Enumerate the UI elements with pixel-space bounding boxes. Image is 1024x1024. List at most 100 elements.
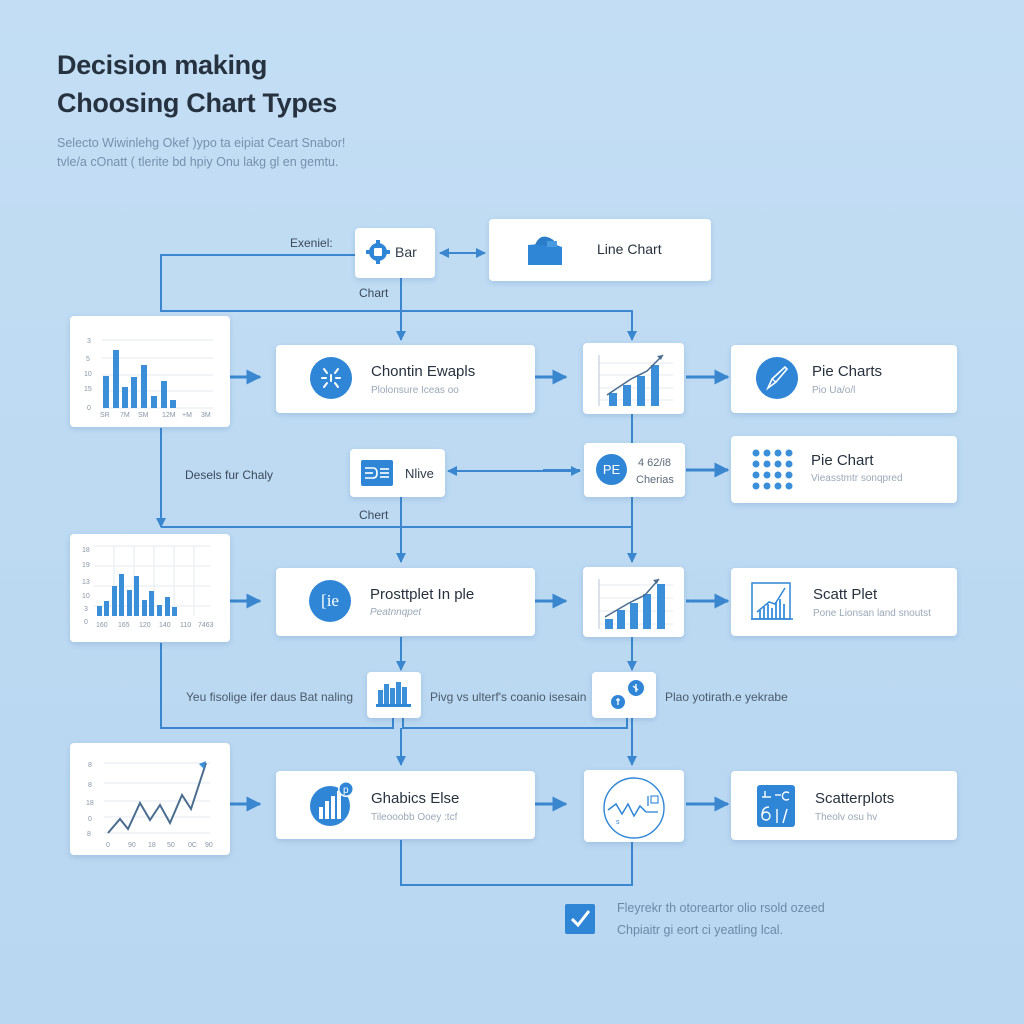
svg-text:0: 0	[84, 619, 88, 626]
exeniel-label: Exeniel:	[290, 236, 333, 250]
svg-text:0C: 0C	[188, 842, 197, 849]
svg-text:0: 0	[106, 842, 110, 849]
growth-bar-icon	[598, 578, 673, 629]
svg-text:s: s	[616, 819, 620, 826]
scatt-plet-node[interactable]: Scatt Plet Pone Lionsan land snoutst	[731, 568, 957, 636]
footer-line2: Chpiaitr gi eort ci yeatling lcal.	[617, 923, 784, 937]
pe-node-line2: Cherias	[636, 474, 674, 486]
footer-line1: Fleyrekr th otoreartor olio rsold ozeed	[617, 901, 825, 915]
line-chart-node[interactable]: Line Chart	[489, 219, 711, 281]
svg-text:160: 160	[96, 622, 108, 629]
svg-text:10: 10	[84, 371, 92, 378]
pie-charts-title: Pie Charts	[812, 363, 883, 380]
svg-text:3: 3	[84, 606, 88, 613]
pie-chart-node[interactable]: Pie Chart Vieasstmtr sonqpred	[731, 436, 957, 503]
pie-charts-subtitle: Pio Ua/o/l	[812, 385, 856, 396]
nive-node[interactable]: Nlive	[350, 449, 445, 497]
page-title-line2: Choosing Chart Types	[57, 88, 338, 118]
skyline-icon	[375, 680, 413, 715]
svg-text:90: 90	[128, 842, 136, 849]
chontin-ewapls-node[interactable]: Chontin Ewapls Plolonsure Iceas oo	[276, 345, 535, 413]
svg-text:50: 50	[167, 842, 175, 849]
prosttplet-node[interactable]: [ie Prosttplet In ple Peatnnqpet	[276, 568, 535, 636]
prosttplet-title: Prosttplet In ple	[370, 586, 475, 603]
svg-text:140: 140	[159, 622, 171, 629]
chontin-ewapls-subtitle: Plolonsure Iceas oo	[371, 385, 459, 396]
bubbles-icon	[606, 678, 646, 717]
symbols-icon	[757, 785, 795, 827]
scatterplots-node[interactable]: Scatterplots Theolv osu hv	[731, 771, 957, 840]
bar-node-label: Bar	[395, 244, 417, 260]
circle-wave-node[interactable]: s	[584, 770, 684, 842]
yeu-label: Yeu fisolige ifer daus Bat naling	[186, 690, 354, 704]
svg-text:8: 8	[87, 831, 91, 838]
svg-text:120: 120	[139, 622, 151, 629]
pie-icon: [ie	[309, 580, 351, 622]
list-icon	[361, 460, 393, 486]
subtitle-line2: tvle/a cOnatt ( tlerite bd hpiy Onu lakg…	[57, 155, 339, 169]
growth-chart-node-2[interactable]	[583, 567, 684, 637]
prosttplet-subtitle: Peatnnqpet	[370, 607, 422, 618]
box-icon	[525, 233, 565, 272]
plao-label: Plao yotirath.e yekrabe	[665, 690, 788, 704]
pie-charts-node[interactable]: Pie Charts Pio Ua/o/l	[731, 345, 957, 413]
analytics-icon: p	[309, 779, 359, 832]
footer-note: Fleyrekr th otoreartor olio rsold ozeed …	[617, 897, 825, 941]
ghabics-else-subtitle: Tileooobb Ooey :tcf	[371, 812, 458, 823]
svg-text:15: 15	[84, 386, 92, 393]
checkmark-icon	[570, 910, 591, 928]
pe-node-line1: 4 62/i8	[638, 457, 672, 469]
svg-text:7463: 7463	[198, 622, 214, 629]
pen-icon	[756, 357, 798, 399]
bar-node[interactable]: Bar	[355, 228, 435, 278]
growth-chart-node-1[interactable]	[583, 343, 684, 414]
dot-grid-icon	[751, 448, 795, 497]
page-title-line1: Decision making	[57, 50, 268, 80]
svg-text:19: 19	[82, 562, 90, 569]
pie-chart-title: Pie Chart	[811, 452, 874, 469]
ghabics-else-node[interactable]: p Ghabics Else Tileooobb Ooey :tcf	[276, 771, 535, 839]
svg-text:SR: SR	[100, 412, 110, 419]
growth-bar-icon	[598, 354, 673, 406]
scatt-plet-subtitle: Pone Lionsan land snoutst	[813, 608, 931, 619]
svg-text:8: 8	[88, 782, 92, 789]
skyline-node[interactable]	[367, 672, 421, 718]
pe-badge-icon: PE	[596, 454, 627, 485]
svg-text:165: 165	[118, 622, 130, 629]
svg-text:5: 5	[86, 356, 90, 363]
svg-text:18: 18	[86, 800, 94, 807]
svg-text:13: 13	[82, 579, 90, 586]
svg-text:10: 10	[82, 593, 90, 600]
scatt-plet-title: Scatt Plet	[813, 586, 878, 603]
svg-text:p: p	[343, 785, 349, 796]
svg-text:3M: 3M	[201, 412, 211, 419]
line-chart-label: Line Chart	[597, 241, 662, 257]
svg-text:+M: +M	[182, 412, 192, 419]
svg-text:0: 0	[88, 816, 92, 823]
chontin-ewapls-title: Chontin Ewapls	[371, 363, 476, 380]
bubbles-node[interactable]	[592, 672, 656, 718]
chert-label: Chert	[359, 508, 389, 522]
pivg-label: Pivg vs ulterf's coanio isesain	[430, 690, 587, 704]
svg-text:0: 0	[87, 405, 91, 412]
nive-node-label: Nlive	[405, 466, 434, 481]
confirm-checkbox[interactable]	[565, 904, 595, 934]
svg-text:SM: SM	[138, 412, 149, 419]
circle-wave-icon: s	[602, 776, 666, 845]
desels-label: Desels fur Chaly	[185, 468, 274, 482]
svg-text:12M: 12M	[162, 412, 176, 419]
ghabics-else-title: Ghabics Else	[371, 790, 460, 807]
gear-icon	[366, 240, 390, 269]
svg-text:18: 18	[148, 842, 156, 849]
tools-icon	[310, 357, 352, 399]
svg-text:18: 18	[82, 547, 90, 554]
pe-node[interactable]: PE 4 62/i8 Cherias	[584, 443, 685, 497]
svg-text:90: 90	[205, 842, 213, 849]
